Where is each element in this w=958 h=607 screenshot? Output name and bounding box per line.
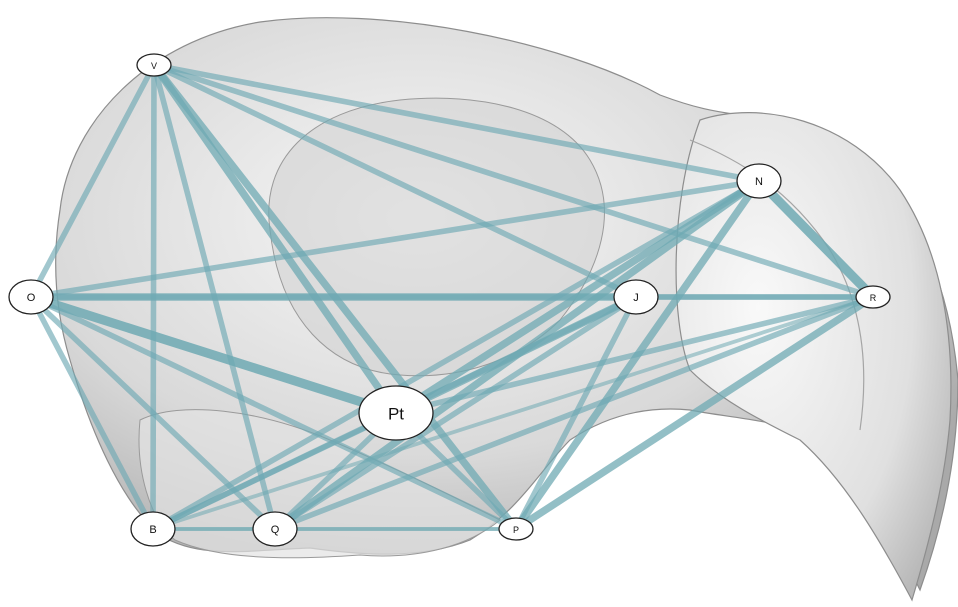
node-label-j: J [633,292,639,304]
node-label-r: R [870,293,877,303]
edge-j-q [272,294,639,532]
node-r: R [855,285,891,309]
edges-layer [26,61,878,533]
node-label-o: O [27,292,36,304]
node-v: V [136,53,172,77]
nodes-layer: V O N J R PtB Q P [8,53,891,547]
node-o: O [8,279,54,315]
node-shape-j [613,279,659,315]
edge-r-b [151,295,875,531]
node-shape-b [130,511,176,547]
edge-r-q [272,294,876,532]
node-shape-v [136,53,172,77]
edge-n-r [754,176,878,302]
node-label-b: B [149,524,156,536]
edge-o-b [28,294,156,532]
edge-v-n [151,62,762,184]
node-b: B [130,511,176,547]
edge-v-pt [150,61,400,417]
node-shape-p [498,517,534,541]
node-shape-o [8,279,54,315]
edge-n-b [150,178,762,532]
node-shape-pt [358,385,434,441]
node-shape-n [736,163,782,199]
node-label-v: V [151,61,157,71]
skull-specimen-image [55,17,958,602]
edge-o-n [28,178,762,300]
edge-o-p [28,294,519,532]
node-q: Q [252,511,298,547]
edge-v-r [151,62,876,300]
node-shape-q [252,511,298,547]
edge-n-pt [392,177,763,417]
node-label-p: P [513,525,519,535]
node-j: J [613,279,659,315]
node-label-pt: Pt [388,405,404,424]
edge-r-pt [393,294,876,416]
edge-pt-b [150,410,399,532]
node-label-n: N [755,176,763,188]
node-n: N [736,163,782,199]
edge-r-p [512,293,877,533]
edge-v-j [151,62,639,300]
skull-beak-shape [675,112,952,602]
node-pt: Pt [358,385,434,441]
edge-o-pt [26,292,401,418]
node-label-q: Q [271,524,280,536]
edge-v-o [28,62,157,300]
node-shape-r [855,285,891,309]
node-p: P [498,517,534,541]
